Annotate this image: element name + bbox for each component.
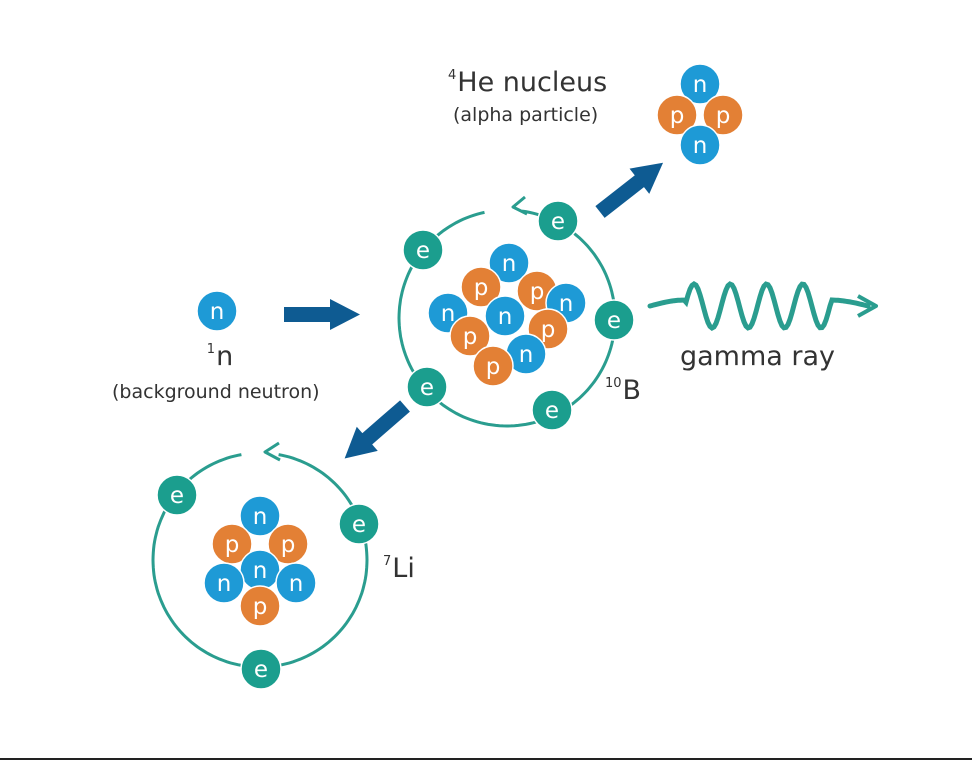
neutron: n (239, 495, 281, 537)
proton: p (460, 266, 502, 308)
neutron-description: (background neutron) (112, 381, 320, 403)
neutron: n (505, 333, 547, 375)
gamma-ray-label: gamma ray (680, 341, 836, 372)
helium-description: (alpha particle) (453, 104, 599, 126)
neutron-letter: n (559, 291, 574, 317)
neutron-letter: n (502, 251, 517, 277)
neutron-letter: n (253, 504, 268, 530)
electron: e (531, 389, 573, 431)
neutron: n (679, 63, 721, 105)
bottom-divider (0, 758, 972, 760)
neutron: n (239, 549, 281, 591)
neutron-letter: n (210, 299, 225, 325)
proton-letter: p (716, 103, 731, 129)
electron: e (240, 648, 282, 690)
boron-orbit (397, 195, 617, 428)
neutron: n (275, 562, 317, 604)
neutron-letter: n (693, 72, 708, 98)
neutron-letter: n (498, 304, 513, 330)
neutron: n (679, 124, 721, 166)
electron-letter: e (420, 375, 434, 401)
proton-letter: p (541, 317, 556, 343)
neutron-letter: n (693, 133, 708, 159)
incoming-neutron-arrow (284, 299, 360, 330)
proton: p (656, 94, 698, 136)
electron-letter: e (551, 209, 565, 235)
neutron: n (484, 295, 526, 337)
neutron-letter: n (289, 571, 304, 597)
electron: e (156, 474, 198, 516)
electron-letter: e (545, 398, 559, 424)
lithium-symbol-label: 7Li (383, 553, 415, 584)
electron-letter: e (170, 483, 184, 509)
electron: e (338, 503, 380, 545)
proton: p (239, 585, 281, 627)
electron: e (593, 299, 635, 341)
proton-letter: p (474, 275, 489, 301)
neutron-letter: n (441, 301, 456, 327)
proton-letter: p (486, 354, 501, 380)
boron-symbol-label: 10B (605, 375, 642, 406)
proton-letter: p (281, 532, 296, 558)
proton: p (472, 345, 514, 387)
gamma-ray-wave (647, 281, 878, 331)
proton-letter: p (530, 279, 545, 305)
electron: e (402, 229, 444, 271)
electron-letter: e (254, 657, 268, 683)
electron-letter: e (607, 308, 621, 334)
alpha-emission-arrow (595, 162, 664, 218)
electron: e (537, 200, 579, 242)
neutron: n (196, 290, 238, 332)
proton-letter: p (670, 103, 685, 129)
neutron-letter: n (253, 558, 268, 584)
proton: p (449, 315, 491, 357)
neutron-symbol-label: 1n (206, 341, 234, 372)
neutron: n (488, 242, 530, 284)
proton: p (702, 94, 744, 136)
proton-letter: p (463, 324, 478, 350)
electron-letter: e (416, 238, 430, 264)
electron-letter: e (352, 512, 366, 538)
helium-symbol-label: 4He nucleus (448, 67, 608, 98)
proton-letter: p (225, 532, 240, 558)
neutron-letter: n (519, 342, 534, 368)
proton: p (211, 523, 253, 565)
neutron-letter: n (217, 571, 232, 597)
lithium-emission-arrow (344, 400, 410, 459)
proton-letter: p (253, 594, 268, 620)
neutron: n (203, 562, 245, 604)
electron: e (406, 366, 448, 408)
